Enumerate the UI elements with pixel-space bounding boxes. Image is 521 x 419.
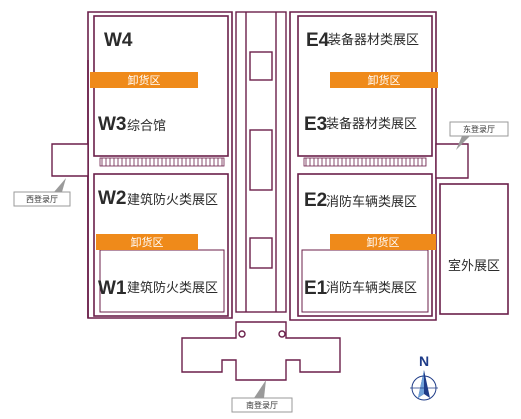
west-lobby-label: 西登录厅 (26, 194, 58, 204)
north-label: N (419, 353, 429, 369)
hall-e2-name: 消防车辆类展区 (326, 194, 417, 210)
hall-w4-code: W4 (104, 30, 133, 51)
west-divider-strip (99, 157, 225, 167)
outdoor-area-label: 室外展区 (448, 258, 500, 274)
hall-e4-name: 装备器材类展区 (328, 32, 419, 48)
unloading-west-lower-label: 卸货区 (131, 235, 164, 249)
hall-e1-name: 消防车辆类展区 (326, 280, 417, 296)
outdoor-area-box (439, 183, 509, 315)
west-building (87, 11, 233, 319)
west-lobby-callout: 西登录厅 (13, 178, 71, 207)
hall-w2-name: 建筑防火类展区 (127, 192, 218, 208)
west-lobby-building (51, 143, 89, 177)
east-lobby-label: 东登录厅 (463, 124, 495, 134)
east-lobby-callout: 东登录厅 (449, 121, 509, 150)
south-entrance-building (181, 321, 341, 381)
hall-e2-code: E2 (304, 190, 327, 211)
south-lobby-callout: 南登录厅 (231, 380, 293, 413)
hall-w2-code: W2 (98, 188, 127, 209)
hall-w1-name: 建筑防火类展区 (127, 280, 218, 296)
east-building (289, 11, 437, 321)
hall-w3-code: W3 (98, 114, 127, 135)
central-corridor (235, 11, 287, 313)
unloading-west-upper: 卸货区 (90, 72, 198, 88)
unloading-east-lower-label: 卸货区 (367, 235, 400, 249)
unloading-east-upper: 卸货区 (330, 72, 438, 88)
compass-arrow-icon (410, 370, 438, 401)
unloading-west-upper-label: 卸货区 (128, 73, 161, 87)
hall-w3-name: 综合馆 (127, 119, 166, 134)
unloading-east-upper-label: 卸货区 (368, 73, 401, 87)
hall-e1-code: E1 (304, 278, 328, 299)
hall-e3-name: 装备器材类展区 (326, 116, 417, 132)
north-compass: N (410, 353, 438, 401)
unloading-west-lower: 卸货区 (96, 234, 198, 250)
south-lobby-label: 南登录厅 (246, 400, 278, 410)
east-divider-strip (303, 157, 427, 167)
hall-e3-code: E3 (304, 114, 327, 135)
unloading-east-lower: 卸货区 (330, 234, 436, 250)
hall-e4-code: E4 (306, 30, 330, 51)
east-lobby-building (435, 143, 469, 179)
hall-w1-code: W1 (98, 278, 127, 299)
east-building-outline (289, 11, 437, 321)
